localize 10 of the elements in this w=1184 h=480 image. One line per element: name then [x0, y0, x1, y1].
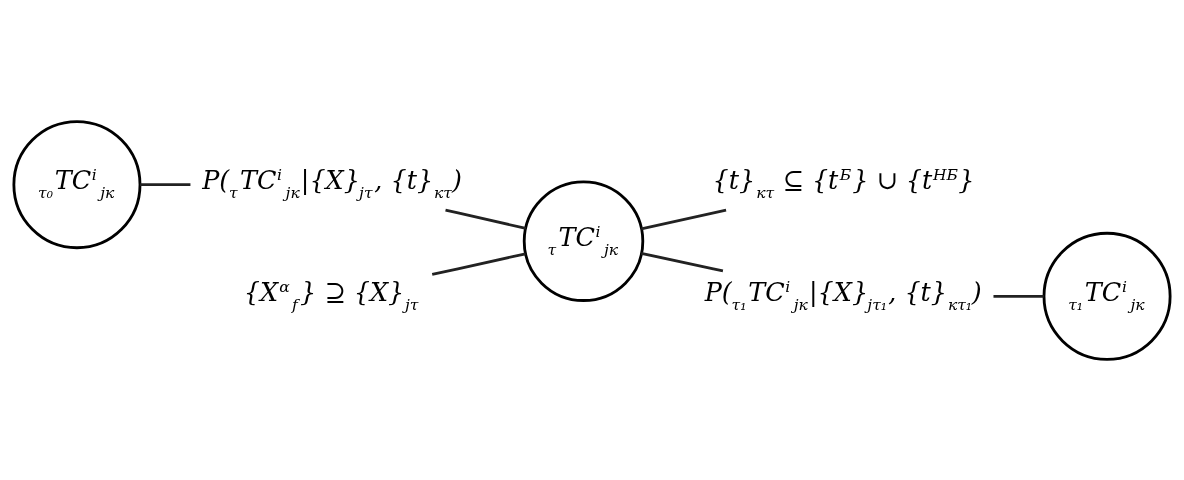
connector [445, 208, 527, 230]
node-text: {t}$_{кτ}$ ⊆ {t$^{Б}$} ∪ {t$^{НБ}$} [712, 164, 975, 202]
node-text: P($_{τ}$TC$^{i}$$_{jк}$|{X}$_{jτ}$, {t}$_{кτ}$) [202, 164, 463, 202]
connector [993, 294, 1044, 298]
node-text: P($_{τ₁}$TC$^{i}$$_{jк}$|{X}$_{jτ₁}$, {t}$_{кτ₁}$) [704, 276, 982, 314]
connector [140, 182, 191, 186]
connector [641, 251, 724, 272]
node-text: {X$^{α}$$_{f}$} ⊇ {X}$_{jτ}$ [243, 276, 419, 314]
connector [641, 208, 727, 230]
connector [431, 251, 526, 276]
